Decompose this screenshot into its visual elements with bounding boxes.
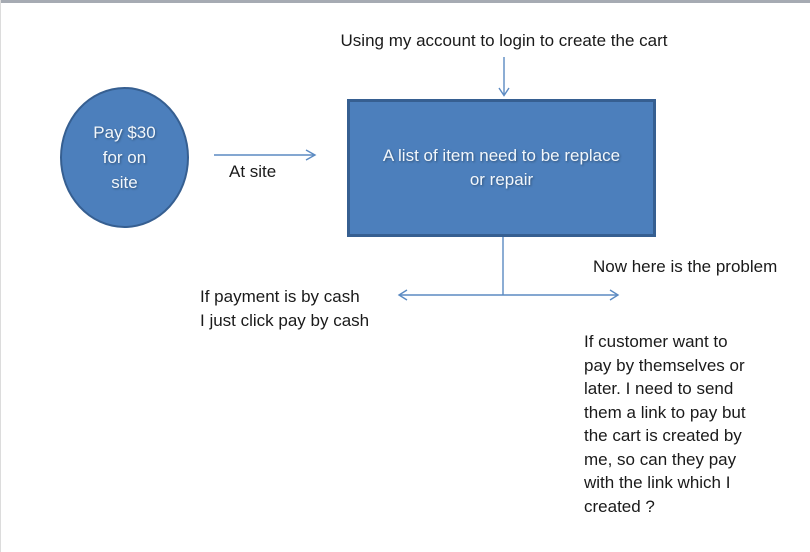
pay-link-note: If customer want to pay by themselves or…: [584, 332, 746, 516]
problem-note: Now here is the problem: [593, 257, 778, 276]
arrow-down-top-note-to-box-icon: [498, 57, 510, 97]
start-ellipse: Pay $30 for on site: [60, 87, 189, 228]
branch-connector-box-to-options-icon: [397, 237, 620, 301]
main-box: A list of item need to be replace or rep…: [347, 99, 656, 237]
arrow-right-ellipse-to-box-icon: [214, 149, 317, 161]
window-top-edge: [1, 0, 810, 3]
main-box-label: A list of item need to be replace or rep…: [382, 146, 621, 189]
top-note: Using my account to login to create the …: [340, 31, 668, 50]
at-site-label: At site: [229, 162, 277, 181]
cash-note: If payment is by cash I just click pay b…: [200, 287, 370, 330]
start-ellipse-label: Pay $30 for on site: [93, 123, 156, 192]
